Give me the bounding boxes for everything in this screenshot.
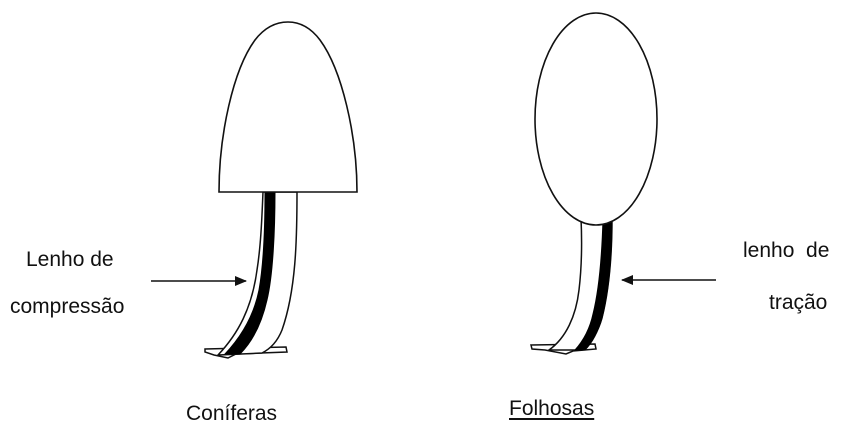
conifer-tree xyxy=(205,22,357,358)
tension-wood-label-line1: lenho de xyxy=(743,238,829,263)
conifer-trunk xyxy=(218,192,297,355)
compression-wood-label-line2: compressão xyxy=(10,294,124,319)
tension-wood-label-line2: tração xyxy=(769,290,827,315)
hardwoods-caption: Folhosas xyxy=(509,396,594,421)
hardwood-crown xyxy=(535,13,657,225)
conifers-caption: Coníferas xyxy=(186,401,277,426)
conifer-crown xyxy=(219,22,357,192)
hardwood-tree xyxy=(531,13,657,354)
compression-wood-label-line1: Lenho de xyxy=(26,247,114,272)
